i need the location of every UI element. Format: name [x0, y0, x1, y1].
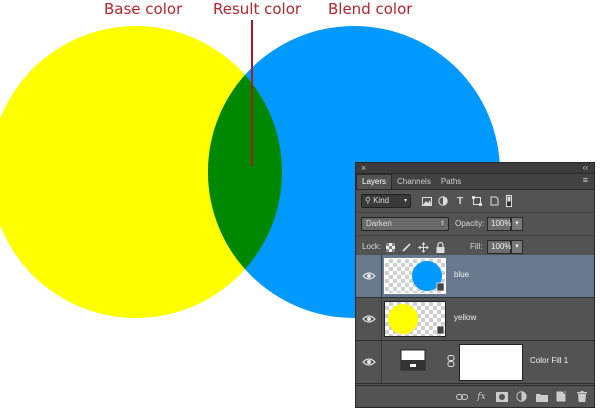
result-color-pointer-line	[251, 20, 253, 166]
layer-separator	[381, 255, 382, 297]
visibility-eye-icon[interactable]	[362, 312, 376, 326]
chevron-down-icon: ▾	[403, 198, 407, 204]
layer-filter-row: ⚲ Kind ▾ T	[356, 190, 594, 213]
layer-row-color-fill[interactable]: Color Fill 1	[356, 341, 594, 384]
layer-row-yellow[interactable]: yellow	[356, 298, 594, 341]
lock-image-icon[interactable]	[400, 240, 414, 254]
panel-tabs: Layers Channels Paths ≡	[356, 174, 594, 190]
layer-separator	[381, 298, 382, 340]
image-filter-icon[interactable]	[420, 194, 434, 208]
tab-channels[interactable]: Channels	[397, 177, 431, 186]
opacity-label: Opacity:	[455, 219, 485, 228]
tab-paths[interactable]: Paths	[440, 177, 462, 186]
layer-thumbnail-blue[interactable]	[384, 258, 446, 294]
type-filter-icon[interactable]: T	[456, 195, 464, 207]
delete-layer-icon[interactable]	[575, 390, 588, 403]
fill-layer-thumbnail[interactable]	[400, 349, 426, 371]
adjustment-filter-icon[interactable]	[436, 194, 450, 208]
panel-title-bar[interactable]: × ‹‹	[356, 163, 594, 174]
visibility-eye-icon[interactable]	[362, 355, 376, 369]
search-icon: ⚲	[365, 196, 371, 205]
panel-menu-icon[interactable]: ≡	[582, 175, 588, 185]
fill-label: Fill:	[470, 242, 483, 251]
fill-slider-arrow[interactable]: ▾	[511, 240, 523, 254]
result-color-label: Result color	[213, 0, 302, 18]
new-group-icon[interactable]	[535, 390, 548, 403]
add-mask-icon[interactable]	[495, 390, 508, 403]
base-color-circle	[0, 26, 282, 318]
blend-mode-dropdown[interactable]: Darken ⇕	[361, 217, 449, 231]
blend-mode-value: Darken	[366, 219, 392, 228]
close-panel-icon[interactable]: ×	[361, 163, 367, 173]
layer-row-blue[interactable]: blue	[356, 255, 594, 298]
fill-input[interactable]: 100%	[487, 240, 511, 254]
lock-label: Lock:	[362, 242, 382, 251]
filter-kind-label: Kind	[373, 196, 390, 205]
fx-icon[interactable]: fx	[477, 391, 486, 402]
new-layer-icon[interactable]	[555, 390, 568, 403]
opacity-slider-arrow[interactable]: ▾	[511, 217, 523, 231]
blend-color-label: Blend color	[328, 0, 413, 18]
smart-object-filter-icon[interactable]	[487, 194, 501, 208]
layer-name[interactable]: blue	[454, 270, 470, 279]
layers-panel: × ‹‹ Layers Channels Paths ≡ ⚲ Kind ▾ T	[355, 162, 595, 408]
layer-name[interactable]: Color Fill 1	[530, 356, 569, 365]
mask-link-icon[interactable]	[447, 355, 455, 369]
opacity-input[interactable]: 100%	[487, 217, 511, 231]
tab-layers[interactable]: Layers	[356, 174, 393, 189]
panel-footer: fx	[356, 385, 594, 407]
link-layers-icon[interactable]	[455, 390, 468, 403]
layer-name[interactable]: yellow	[454, 313, 477, 322]
shape-filter-icon[interactable]	[470, 194, 484, 208]
visibility-eye-icon[interactable]	[362, 269, 376, 283]
collapse-panel-icon[interactable]: ‹‹	[582, 163, 588, 172]
new-adjustment-icon[interactable]	[515, 390, 528, 403]
chevron-updown-icon: ⇕	[439, 221, 445, 227]
lock-all-icon[interactable]	[433, 240, 447, 254]
layers-list: blue yellow Color Fill 1	[356, 255, 594, 385]
filter-kind-dropdown[interactable]: ⚲ Kind ▾	[361, 194, 411, 208]
layer-mask-thumbnail[interactable]	[459, 344, 523, 381]
filter-toggle-icon[interactable]	[502, 194, 516, 208]
layer-separator	[381, 341, 382, 383]
lock-transparent-icon[interactable]	[383, 240, 397, 254]
base-color-label: Base color	[104, 0, 183, 18]
blend-mode-row: Darken ⇕ Opacity: 100% ▾	[356, 213, 594, 236]
layer-thumbnail-yellow[interactable]	[384, 301, 446, 337]
lock-position-icon[interactable]	[416, 240, 430, 254]
